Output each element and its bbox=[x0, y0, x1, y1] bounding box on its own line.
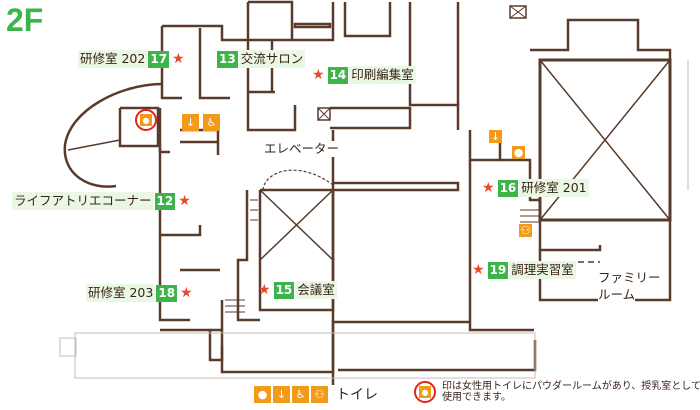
room-name: 研修室 201 bbox=[519, 179, 589, 197]
family-room-label-line1: ファミリー bbox=[598, 270, 661, 286]
room-number: 13 bbox=[217, 50, 238, 68]
room-name: 研修室 202 bbox=[78, 50, 148, 68]
multi-toilet-icon: ⚇ bbox=[311, 385, 328, 403]
room-number: 15 bbox=[273, 281, 295, 299]
female-toilet-icon[interactable]: ● bbox=[512, 146, 525, 159]
male-toilet-icon: ↓ bbox=[273, 385, 290, 403]
room-name: 会議室 bbox=[295, 281, 337, 299]
room-number: 17 bbox=[148, 50, 170, 68]
female-toilet-icon: ● bbox=[419, 386, 431, 398]
room-number: 12 bbox=[154, 192, 176, 210]
powder-room-female-toilet[interactable]: ● bbox=[135, 109, 157, 131]
female-toilet-icon: ● bbox=[254, 385, 271, 403]
family-room-label-line2: ルーム bbox=[598, 287, 636, 303]
elevator-label: エレベーター bbox=[264, 141, 340, 157]
room-number: 16 bbox=[497, 179, 519, 197]
toilet-legend: ● ↓ ♿ ⚇ トイレ bbox=[254, 384, 378, 404]
star-icon: ★ bbox=[180, 285, 193, 301]
star-icon: ★ bbox=[172, 51, 185, 67]
powder-room-note: 印は女性用トイレにパウダールームがあり、授乳室としても使用できます。 bbox=[442, 381, 700, 403]
powder-room-marker-icon: ● bbox=[414, 381, 436, 403]
wheelchair-toilet-icon[interactable]: ♿ bbox=[203, 114, 220, 131]
room-name: 印刷編集室 bbox=[349, 66, 416, 84]
room-name: 調理実習室 bbox=[509, 261, 576, 279]
star-icon: ★ bbox=[178, 193, 191, 209]
wheelchair-toilet-icon: ♿ bbox=[292, 385, 309, 403]
room-name: 交流サロン bbox=[238, 50, 306, 68]
male-toilet-icon[interactable]: ↓ bbox=[182, 114, 199, 131]
male-toilet-icon[interactable]: ↓ bbox=[489, 130, 502, 143]
room-number: 18 bbox=[156, 284, 178, 302]
star-icon: ★ bbox=[472, 262, 485, 278]
star-icon: ★ bbox=[312, 67, 325, 83]
room-number: 14 bbox=[327, 66, 349, 84]
floor-number: 2F bbox=[6, 2, 44, 38]
powder-room-legend: ● 印は女性用トイレにパウダールームがあり、授乳室としても使用できます。 bbox=[414, 381, 700, 403]
multi-toilet-icon[interactable]: ⚇ bbox=[519, 224, 532, 237]
toilet-legend-label: トイレ bbox=[336, 387, 378, 403]
room-name: 研修室 203 bbox=[86, 284, 156, 302]
room-number: 19 bbox=[487, 261, 509, 279]
room-name: ライフアトリエコーナー bbox=[12, 192, 154, 210]
star-icon: ★ bbox=[258, 282, 271, 298]
female-toilet-icon: ● bbox=[140, 114, 152, 126]
star-icon: ★ bbox=[482, 180, 495, 196]
